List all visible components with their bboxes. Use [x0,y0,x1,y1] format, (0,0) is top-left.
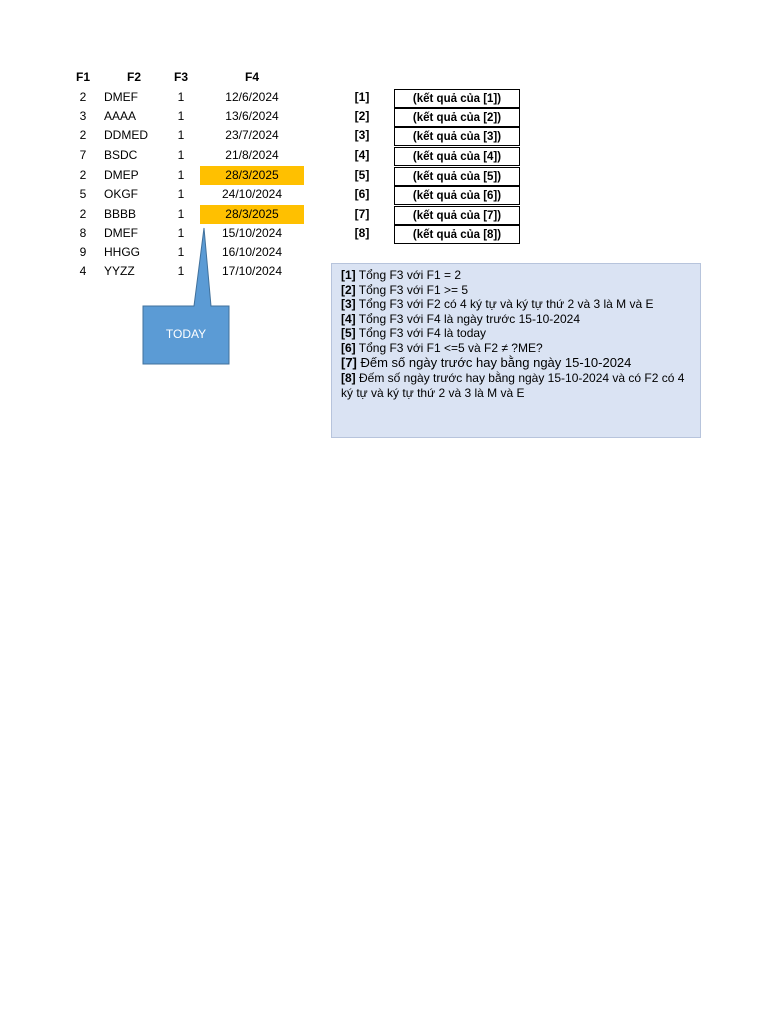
row-5-f3[interactable]: 1 [177,168,185,182]
row-9-f2[interactable]: HHGG [104,245,140,259]
note-5: [5] Tổng F3 với F4 là today [341,326,487,340]
result-label-3: [3] [354,128,370,142]
result-cell-5[interactable]: (kết quả của [5]) [394,167,520,186]
row-8-f4[interactable]: 15/10/2024 [221,226,283,240]
result-cell-4[interactable]: (kết quả của [4]) [394,147,520,166]
row-2-f1[interactable]: 3 [79,109,87,123]
row-6-f1[interactable]: 5 [79,187,87,201]
row-8-f1[interactable]: 8 [79,226,87,240]
row-3-f3[interactable]: 1 [177,128,185,142]
note-2: [2] Tổng F3 với F1 >= 5 [341,282,469,297]
header-f2: F2 [126,70,141,84]
result-label-4: [4] [354,148,370,162]
note-4: [4] Tổng F3 với F4 là ngày trước 15-10-2… [341,311,580,326]
result-label-6: [6] [354,187,370,201]
result-label-7: [7] [354,207,370,221]
row-4-f2[interactable]: BSDC [104,148,138,162]
row-1-f4[interactable]: 12/6/2024 [225,90,279,104]
row-4-f1[interactable]: 7 [79,148,87,162]
note-6: [6] Tổng F3 với F1 <=5 và F2 ≠ ?ME? [341,340,543,355]
row-10-f4[interactable]: 17/10/2024 [221,264,283,278]
row-9-f3[interactable]: 1 [177,245,185,259]
row-1-f1[interactable]: 2 [79,90,87,104]
row-7-f1[interactable]: 2 [79,207,87,221]
notes-box[interactable]: [1] Tổng F3 với F1 = 2 [2] Tổng F3 với F… [331,263,701,438]
row-6-f3[interactable]: 1 [177,187,185,201]
row-7-f4-highlighted[interactable]: 28/3/2025 [200,205,304,224]
header-f3: F3 [173,70,188,84]
today-callout-shape [142,227,230,365]
row-1-f3[interactable]: 1 [177,90,185,104]
result-cell-7[interactable]: (kết quả của [7]) [394,206,520,225]
row-4-f4[interactable]: 21/8/2024 [225,148,279,162]
result-cell-2[interactable]: (kết quả của [2]) [394,108,520,127]
result-cell-8[interactable]: (kết quả của [8]) [394,225,520,244]
result-label-1: [1] [354,90,370,104]
note-3: [3] Tổng F3 với F2 có 4 ký tự và ký tự t… [341,297,654,311]
row-1-f2[interactable]: DMEF [104,90,138,104]
result-label-2: [2] [354,109,370,123]
row-10-f1[interactable]: 4 [79,264,87,278]
row-5-f1[interactable]: 2 [79,168,87,182]
note-8: [8] Đếm số ngày trước hay bằng ngày 15-1… [341,371,685,400]
row-5-f2[interactable]: DMEP [104,168,139,182]
today-callout[interactable] [142,227,230,365]
row-2-f2[interactable]: AAAA [104,109,137,123]
note-1: [1] Tổng F3 với F1 = 2 [341,268,462,282]
row-3-f4[interactable]: 23/7/2024 [225,128,279,142]
row-2-f3[interactable]: 1 [177,109,185,123]
row-6-f2[interactable]: OKGF [104,187,139,201]
row-6-f4[interactable]: 24/10/2024 [221,187,283,201]
row-8-f3[interactable]: 1 [177,226,185,240]
row-9-f1[interactable]: 9 [79,245,87,259]
header-f4: F4 [244,70,259,84]
row-3-f1[interactable]: 2 [79,128,87,142]
row-3-f2[interactable]: DDMED [104,128,148,142]
row-7-f2[interactable]: BBBB [104,207,137,221]
row-10-f3[interactable]: 1 [177,264,185,278]
header-f1: F1 [75,70,90,84]
note-7: [7] Đếm số ngày trước hay bằng ngày 15-1… [341,355,632,370]
row-7-f3[interactable]: 1 [177,207,185,221]
row-5-f4-highlighted[interactable]: 28/3/2025 [200,166,304,185]
row-9-f4[interactable]: 16/10/2024 [221,245,283,259]
result-cell-3[interactable]: (kết quả của [3]) [394,127,520,146]
row-4-f3[interactable]: 1 [177,148,185,162]
row-10-f2[interactable]: YYZZ [104,264,135,278]
result-label-5: [5] [354,168,370,182]
result-label-8: [8] [354,226,370,240]
row-8-f2[interactable]: DMEF [104,226,138,240]
today-callout-label: TODAY [165,327,207,341]
result-cell-1[interactable]: (kết quả của [1]) [394,89,520,108]
result-cell-6[interactable]: (kết quả của [6]) [394,186,520,205]
row-2-f4[interactable]: 13/6/2024 [225,109,279,123]
